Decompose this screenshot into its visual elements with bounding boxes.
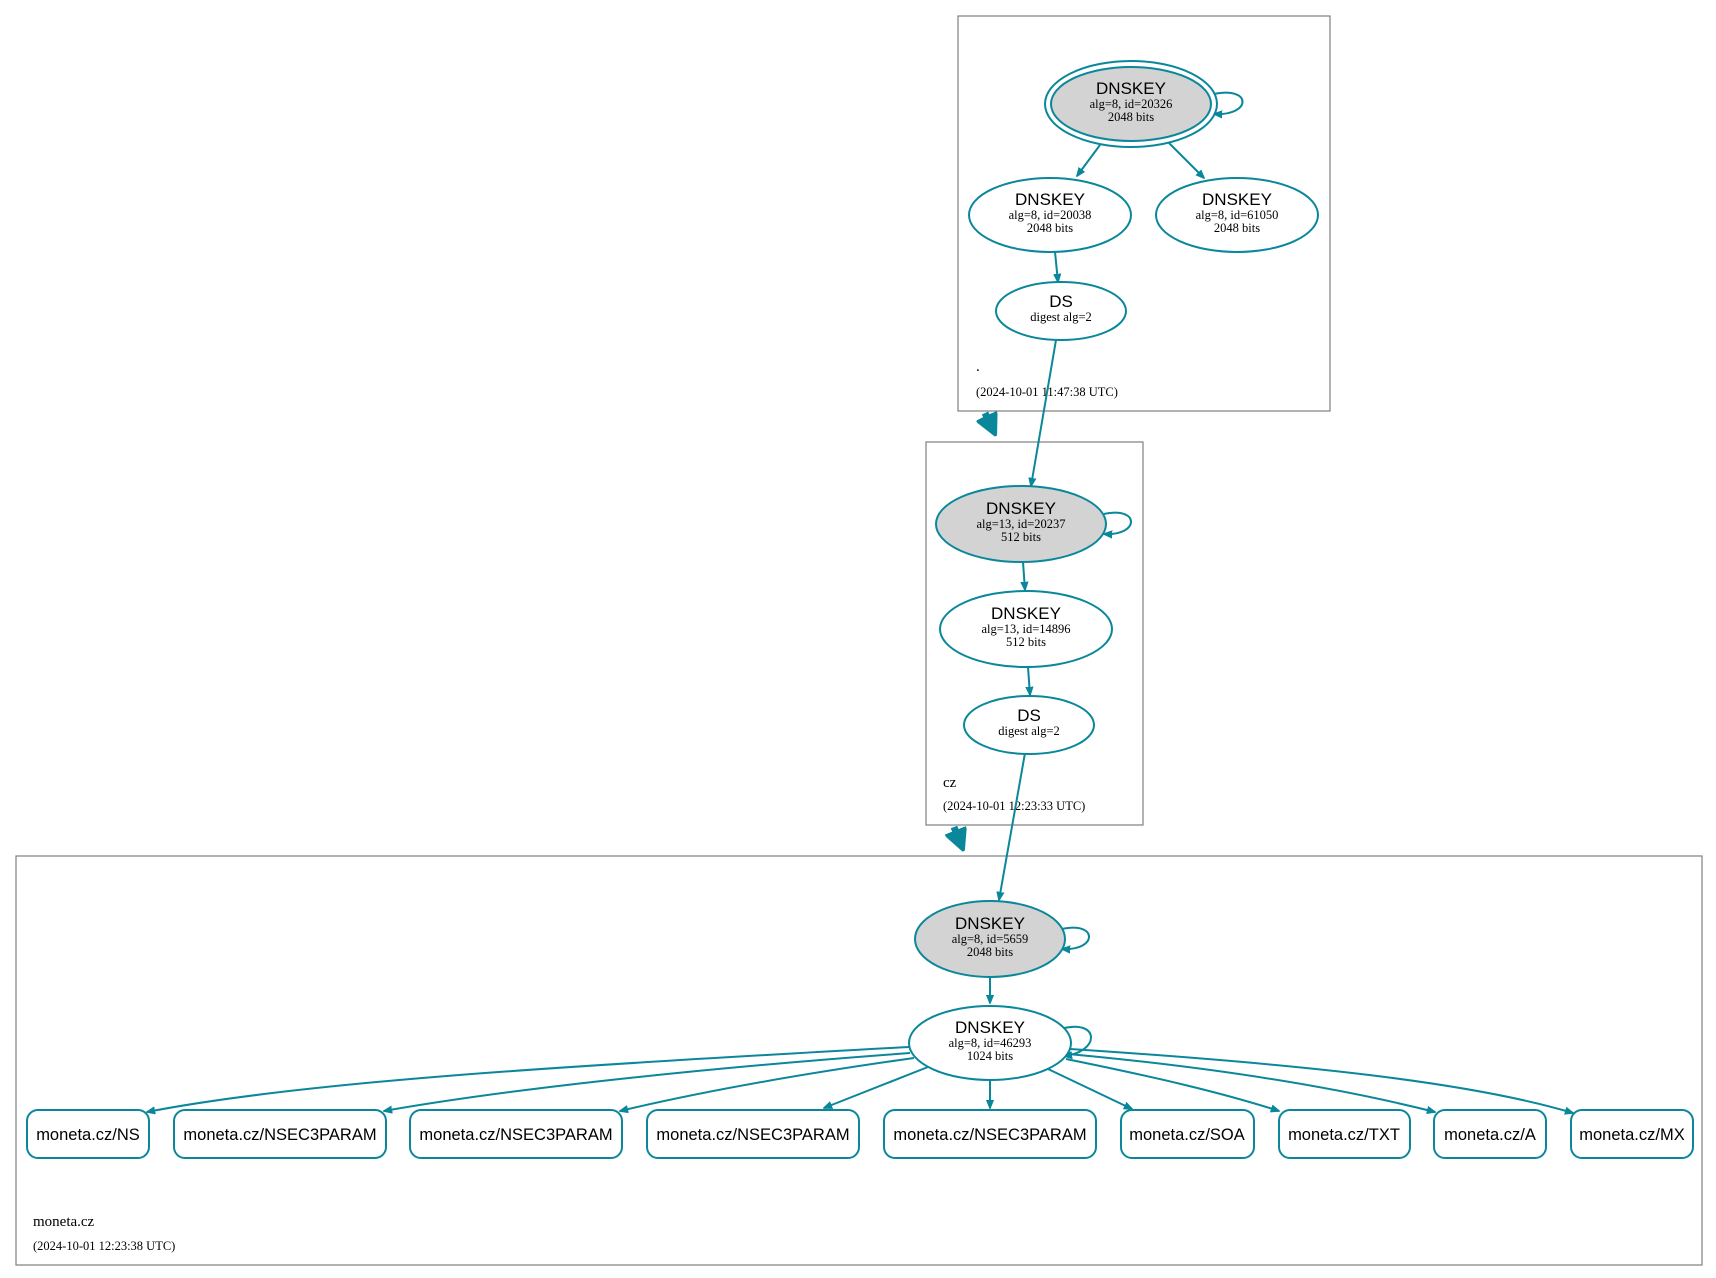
node-root-zsk2-info: alg=8, id=61050 [1196, 208, 1279, 222]
rrset-nsec3param-2-label: moneta.cz/NSEC3PARAM [419, 1126, 612, 1144]
rrset-ns[interactable]: moneta.cz/NS [26, 1109, 150, 1159]
self-loop-moneta-ksk [1062, 926, 1090, 949]
node-cz-zsk-size: 512 bits [1006, 635, 1046, 649]
rrset-nsec3param-3-label: moneta.cz/NSEC3PARAM [656, 1126, 849, 1144]
node-cz-ds[interactable]: DS digest alg=2 [963, 695, 1095, 755]
node-cz-ksk-info: alg=13, id=20237 [976, 517, 1065, 531]
edge-zsk-a [1067, 1053, 1435, 1112]
rrset-ns-label: moneta.cz/NS [36, 1126, 140, 1144]
node-root-zsk2-title: DNSKEY [1202, 190, 1272, 209]
node-root-zsk1-info: alg=8, id=20038 [1009, 208, 1092, 222]
delegation-arrow-root-cz [985, 413, 994, 432]
node-root-zsk1-title: DNSKEY [1015, 190, 1085, 209]
node-cz-ds-info: digest alg=2 [998, 724, 1060, 738]
zone-cz: cz (2024-10-01 12:23:33 UTC) [925, 441, 1144, 826]
node-root-ksk-size: 2048 bits [1108, 110, 1154, 124]
node-root-zsk-61050[interactable]: DNSKEY alg=8, id=61050 2048 bits [1155, 177, 1319, 253]
rrset-a-label: moneta.cz/A [1444, 1126, 1536, 1144]
zone-moneta-name: moneta.cz [33, 1214, 95, 1230]
rrset-a[interactable]: moneta.cz/A [1433, 1109, 1547, 1159]
delegation-arrow-cz-moneta [954, 825, 962, 847]
node-cz-ksk[interactable]: DNSKEY alg=13, id=20237 512 bits [935, 485, 1107, 563]
edge-root-ksk-zsk1 [1077, 144, 1101, 176]
edge-zsk-mx [1069, 1048, 1573, 1113]
node-moneta-ksk-info: alg=8, id=5659 [952, 932, 1029, 946]
rrset-nsec3param-4-label: moneta.cz/NSEC3PARAM [893, 1126, 1086, 1144]
node-moneta-zsk-size: 1024 bits [967, 1049, 1013, 1063]
rrset-nsec3param-1-label: moneta.cz/NSEC3PARAM [183, 1126, 376, 1144]
edge-cz-zsk-ds [1028, 666, 1030, 695]
zone-cz-name: cz [943, 775, 957, 791]
edge-root-zsk1-ds [1055, 251, 1058, 282]
rrset-nsec3param-2[interactable]: moneta.cz/NSEC3PARAM [409, 1109, 623, 1159]
node-root-ds-title: DS [1049, 292, 1073, 311]
node-root-zsk-20038[interactable]: DNSKEY alg=8, id=20038 2048 bits [968, 177, 1132, 253]
node-root-ksk[interactable]: DNSKEY alg=8, id=20326 2048 bits [1044, 60, 1218, 148]
node-cz-ds-title: DS [1017, 706, 1041, 725]
node-cz-zsk-title: DNSKEY [991, 604, 1061, 623]
rrset-nsec3param-1[interactable]: moneta.cz/NSEC3PARAM [173, 1109, 387, 1159]
node-cz-ksk-size: 512 bits [1001, 530, 1041, 544]
edge-zsk-soa [1047, 1068, 1132, 1109]
rrset-txt[interactable]: moneta.cz/TXT [1278, 1109, 1411, 1159]
edges [147, 91, 1573, 1113]
rrset-soa[interactable]: moneta.cz/SOA [1120, 1109, 1255, 1159]
node-moneta-zsk[interactable]: DNSKEY alg=8, id=46293 1024 bits [908, 1005, 1072, 1081]
zone-moneta-timestamp: (2024-10-01 12:23:38 UTC) [33, 1239, 175, 1253]
node-cz-ksk-title: DNSKEY [986, 499, 1056, 518]
zone-moneta: moneta.cz (2024-10-01 12:23:38 UTC) [15, 855, 1703, 1266]
node-root-ds[interactable]: DS digest alg=2 [995, 281, 1127, 341]
edge-cz-ds-moneta-ksk [999, 752, 1026, 900]
node-root-zsk1-size: 2048 bits [1027, 221, 1073, 235]
edge-zsk-nsec3param-2 [620, 1057, 915, 1111]
rrset-nsec3param-3[interactable]: moneta.cz/NSEC3PARAM [646, 1109, 860, 1159]
node-root-ksk-info: alg=8, id=20326 [1090, 97, 1173, 111]
edge-cz-ksk-zsk [1023, 561, 1025, 590]
node-moneta-ksk[interactable]: DNSKEY alg=8, id=5659 2048 bits [914, 900, 1066, 978]
edge-zsk-nsec3param-1 [384, 1052, 911, 1111]
node-cz-zsk-info: alg=13, id=14896 [981, 622, 1070, 636]
node-moneta-ksk-title: DNSKEY [955, 914, 1025, 933]
self-loop-root-ksk [1214, 91, 1244, 114]
rrset-mx[interactable]: moneta.cz/MX [1570, 1109, 1694, 1159]
rrset-nsec3param-4[interactable]: moneta.cz/NSEC3PARAM [883, 1109, 1097, 1159]
node-root-ksk-title: DNSKEY [1096, 79, 1166, 98]
edge-zsk-nsec3param-3 [824, 1066, 929, 1109]
node-moneta-zsk-title: DNSKEY [955, 1018, 1025, 1037]
zone-cz-timestamp: (2024-10-01 12:23:33 UTC) [943, 799, 1085, 813]
edge-root-ds-cz-ksk [1031, 339, 1057, 486]
self-loop-cz-ksk [1104, 511, 1132, 534]
node-moneta-ksk-size: 2048 bits [967, 945, 1013, 959]
edge-root-ksk-zsk2 [1168, 142, 1204, 178]
node-moneta-zsk-info: alg=8, id=46293 [949, 1036, 1032, 1050]
rrset-soa-label: moneta.cz/SOA [1129, 1126, 1245, 1144]
rrset-mx-label: moneta.cz/MX [1579, 1126, 1684, 1144]
edge-zsk-txt [1065, 1058, 1279, 1111]
node-root-ds-info: digest alg=2 [1030, 310, 1092, 324]
zone-root-name: . [976, 359, 980, 375]
rrset-txt-label: moneta.cz/TXT [1288, 1126, 1400, 1144]
edge-zsk-ns [147, 1046, 910, 1112]
node-cz-zsk[interactable]: DNSKEY alg=13, id=14896 512 bits [939, 590, 1113, 668]
node-root-zsk2-size: 2048 bits [1214, 221, 1260, 235]
